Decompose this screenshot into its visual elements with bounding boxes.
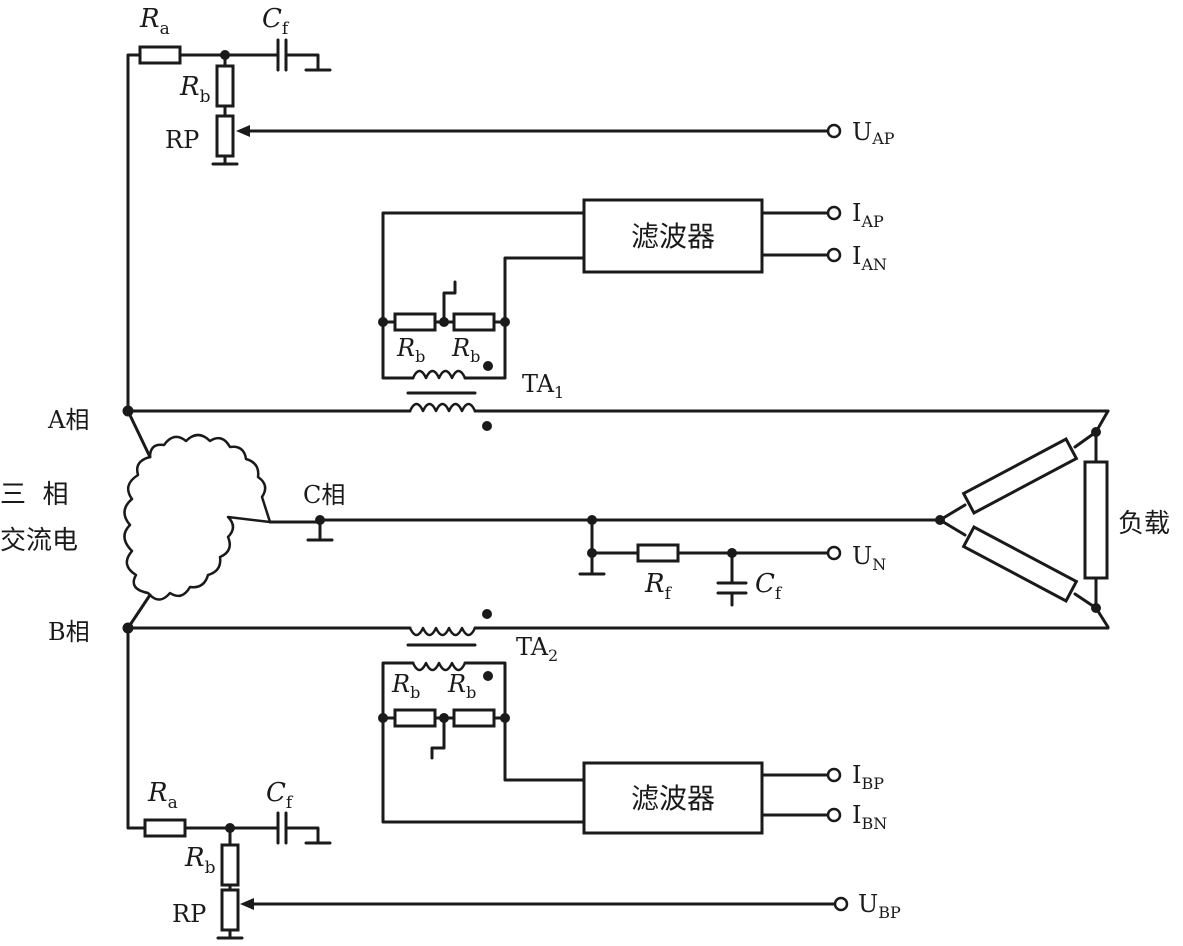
label-ian: IAN xyxy=(852,242,887,274)
label-uap: UAP xyxy=(852,118,895,148)
terminal-ubp xyxy=(833,896,849,912)
delta-load xyxy=(935,409,1110,629)
label-ta2: TA2 xyxy=(516,633,558,665)
resistor-ra-top xyxy=(138,45,182,65)
capacitor-cf-neutral xyxy=(716,551,748,607)
ta2-secondary xyxy=(378,609,842,835)
label-cf-top: Cf xyxy=(262,4,290,39)
terminal-ian xyxy=(826,247,842,263)
label-ta1: TA1 xyxy=(522,370,564,402)
label-cf-neutral: Cf xyxy=(755,569,783,604)
label-ibn: IBN xyxy=(852,801,887,833)
resistor-rb-ta2-left xyxy=(393,708,437,728)
ta1-primary-coil xyxy=(408,402,477,413)
filter-box-bottom xyxy=(582,761,764,835)
label-ibp: IBP xyxy=(852,761,884,793)
terminal-uap xyxy=(826,123,842,139)
ta2-secondary-coil xyxy=(411,661,467,672)
potentiometer-rp-bottom xyxy=(220,888,240,932)
label-source-line2: 交流电 xyxy=(0,526,78,556)
label-ra-top: Ra xyxy=(139,4,170,39)
label-rb-ta1-right: Rb xyxy=(451,334,480,366)
label-phase-c: C相 xyxy=(303,481,345,509)
terminal-un xyxy=(826,545,842,561)
potentiometer-rp-top xyxy=(215,114,235,158)
resistor-rf xyxy=(636,543,680,563)
label-rp-bottom: RP xyxy=(172,900,206,928)
label-rb-ta2-left: Rb xyxy=(391,670,420,702)
terminal-ibp xyxy=(826,767,842,783)
terminal-iap xyxy=(826,205,842,221)
three-phase-source xyxy=(123,409,322,630)
label-filter-top: 滤波器 xyxy=(631,220,715,253)
resistor-rb-bottom xyxy=(220,843,240,887)
label-rb-bottom: Rb xyxy=(184,843,216,878)
label-rb-ta1-left: Rb xyxy=(396,334,425,366)
label-phase-a: A相 xyxy=(47,406,89,434)
label-un: UN xyxy=(852,542,886,574)
load-resistor-right xyxy=(1083,460,1109,580)
phase-b-divider xyxy=(126,626,849,940)
label-phase-b: B相 xyxy=(48,618,90,646)
label-rf: Rf xyxy=(644,569,673,604)
label-rb-top: Rb xyxy=(179,72,211,107)
resistor-rb-ta2-right xyxy=(452,708,496,728)
label-filter-bottom: 滤波器 xyxy=(631,782,715,815)
filter-box-top xyxy=(582,198,764,274)
label-source-line1: 三 相 xyxy=(0,480,69,510)
ta1-secondary-coil xyxy=(411,369,467,380)
ta2-primary-coil xyxy=(408,626,477,637)
label-ubp: UBP xyxy=(858,890,901,922)
load-resistor-lower xyxy=(961,525,1079,603)
label-rb-ta2-right: Rb xyxy=(447,670,476,702)
label-iap: IAP xyxy=(852,199,884,231)
ta1-secondary xyxy=(378,198,842,431)
label-load: 负载 xyxy=(1118,509,1170,539)
resistor-rb-ta1-right xyxy=(452,312,496,332)
resistor-rb-top xyxy=(215,64,235,108)
label-rp-top: RP xyxy=(165,126,199,154)
terminal-ibn xyxy=(826,807,842,823)
label-ra-bottom: Ra xyxy=(147,778,178,813)
resistor-ra-bottom xyxy=(143,818,187,838)
load-resistor-upper xyxy=(961,437,1079,515)
label-cf-bottom: Cf xyxy=(266,778,294,813)
resistor-rb-ta1-left xyxy=(393,312,437,332)
phase-a-divider xyxy=(126,38,842,413)
